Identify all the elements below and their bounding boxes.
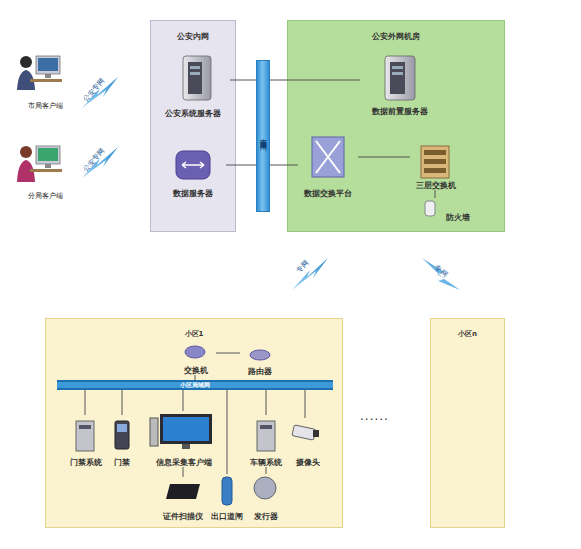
device-node: 交换机 [176,343,216,375]
device-node: 出口道闸 [208,474,246,521]
client-icon [17,146,62,182]
client-terminal: 市局客户端 [10,50,80,110]
exchange-icon [312,137,344,177]
zone-box: 小区n [430,318,505,528]
wireless-bolt [292,258,328,290]
connector-line [227,390,228,474]
node-label: 门禁系统 [70,458,102,467]
node-label: 三层交换机 [416,181,456,190]
computer-icon [150,414,212,449]
node-label: 公安内网 [177,32,209,41]
node-label: 交换机 [184,366,208,375]
wireless-bolt [422,258,460,290]
gateway-band: 安全隔离网闸 [256,60,270,212]
connector-line [270,80,360,81]
zone-box: 公安外网机房数据前置服务器数据交换平台 三层交换机防火墙 [287,20,505,232]
ellipsis-mark: ...... [360,412,389,420]
node-label: 发行器 [254,512,278,521]
device-node: 门禁 [108,415,136,467]
node-label: 市局客户端 [28,102,63,110]
node-label: 数据服务器 [173,189,213,198]
node-label: 分局客户端 [28,192,63,200]
connector-line [122,390,123,415]
database-icon [176,151,210,179]
device-node: 证件扫描仪 [160,477,206,521]
wireless-bolt [82,147,118,178]
device-node: 发行器 [247,474,285,521]
vehicle-system-icon [257,421,275,451]
node-label: 车辆系统 [250,458,282,467]
node-label: 小区1 [185,330,204,339]
device-node: 数据服务器 [160,146,226,198]
connector-line [226,165,256,166]
node-label: 出口道闸 [211,512,243,521]
connector-line [266,390,267,415]
access-system-icon [76,421,94,451]
zone-box: 小区1 交换机 路由器小区局域网门禁系统 门禁 信息采集客户端证件扫描仪出口道闸 车辆系统… [45,318,343,528]
node-label: 证件扫描仪 [163,512,203,521]
connector-line [270,165,298,166]
connector-line [183,390,184,411]
server-icon [385,56,415,100]
connector-line [85,390,86,415]
connector-line [216,353,240,354]
device-node: 数据交换平台 [298,132,358,198]
connector-line [358,157,410,158]
device-node: 公安系统服务器 [156,52,230,118]
node-label: 公安外网机房 [372,32,420,41]
node-label: 数据交换平台 [304,189,352,198]
client-terminal: 分局客户端 [10,140,80,200]
node-label: 小区n [458,330,477,339]
link-label: 专网 [433,264,449,279]
router-icon [250,350,270,360]
device-node: 路由器 [240,346,280,376]
node-label: 公安系统服务器 [165,109,221,118]
zone-box: 公安内网公安系统服务器数据服务器 [150,20,236,232]
node-label: 路由器 [248,367,272,376]
device-node: 数据前置服务器 [360,52,440,116]
switch-icon [185,346,205,358]
link-label: 公安专网 [82,147,107,173]
link-label: 专网 [295,259,311,275]
connector-line [183,467,184,477]
node-label: 信息采集客户端 [156,458,212,467]
camera-icon [292,425,319,440]
node-label: 小区局域网 [180,382,210,388]
connector-line [230,80,256,81]
gate-icon [222,477,232,505]
device-node: 门禁系统 [64,415,108,467]
switch-rack-icon [421,146,449,178]
server-icon [183,56,211,100]
node-label: 数据前置服务器 [372,107,428,116]
wireless-bolt [82,77,118,108]
device-node: 车辆系统 [248,415,284,467]
device-node: 信息采集客户端 [146,411,222,467]
device-node: 三层交换机 [410,142,462,190]
connector-line [305,390,306,418]
node-label: 摄像头 [296,458,320,467]
connector-line [435,190,436,198]
node-label: 门禁 [114,458,130,467]
connector-line [266,467,267,474]
device-node: 防火墙 [418,198,470,222]
client-icon [17,56,62,90]
link-label: 公安专网 [82,77,107,103]
firewall-icon [425,201,435,216]
access-reader-icon [115,421,129,449]
scanner-icon [166,484,200,499]
connector-line [195,375,196,380]
node-label: 防火墙 [446,213,470,222]
device-node: 摄像头 [286,418,330,467]
issuer-icon [254,477,276,499]
node-label: 安全隔离网闸 [259,133,267,139]
lan-bus: 小区局域网 [57,380,333,390]
